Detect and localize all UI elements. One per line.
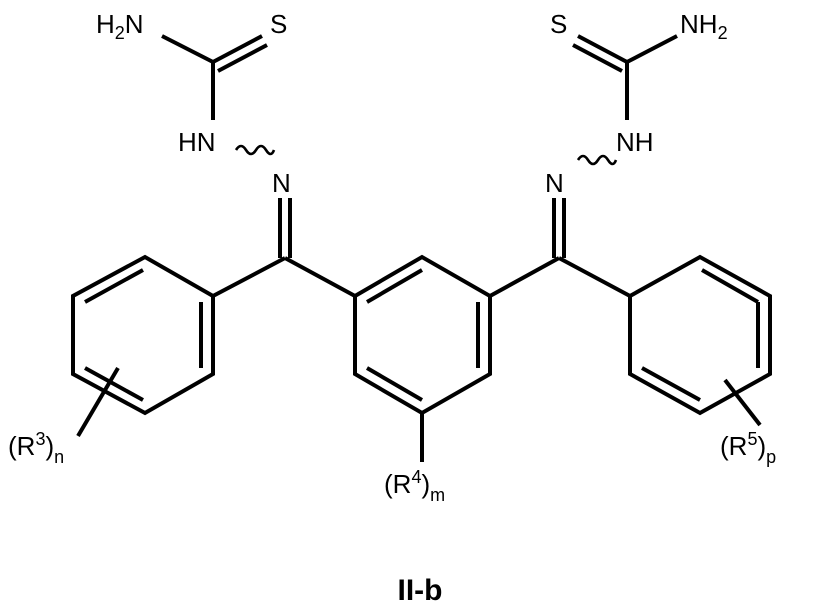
left-ring-outline (73, 257, 213, 413)
atom-nh2-right: NH2 (680, 9, 728, 43)
atom-nh2-left: H2N (96, 9, 144, 43)
atom-hn-left: HN (178, 127, 216, 157)
imine-bonds (213, 198, 630, 296)
bond-c-s-right-b (573, 45, 622, 71)
bond-cimine-centerring-left (285, 258, 355, 296)
left-benzene-ring (73, 257, 213, 436)
bond-c-s-left-b (218, 45, 267, 71)
bond-cimine-rightring (559, 258, 630, 296)
right-benzene-ring (630, 257, 770, 425)
bond-cimine-leftring (213, 258, 285, 296)
central-benzene-ring (355, 257, 490, 462)
wavy-bond-left (236, 146, 274, 154)
bond-c-s-left-a (213, 36, 262, 62)
atom-n-left: N (272, 168, 291, 198)
wavy-bond-right (578, 156, 616, 164)
atom-s-right: S (550, 9, 567, 39)
bond-c-nh2-right (627, 36, 677, 62)
compound-label: II-b (398, 574, 443, 607)
substituent-r5: (R5)p (720, 429, 776, 467)
central-ring-outline (355, 257, 490, 413)
atom-nh-right: NH (616, 127, 654, 157)
atom-s-left: S (270, 9, 287, 39)
bond-cimine-centerring-right (490, 258, 559, 296)
bond-c-s-right-a (578, 36, 627, 62)
atom-n-right: N (545, 168, 564, 198)
substituent-r4: (R4)m (384, 467, 445, 505)
right-ring-substituent-bond (725, 380, 760, 425)
substituent-r3: (R3)n (8, 429, 64, 467)
bond-c-nh2-left (162, 36, 213, 62)
right-ring-outline (630, 257, 770, 413)
